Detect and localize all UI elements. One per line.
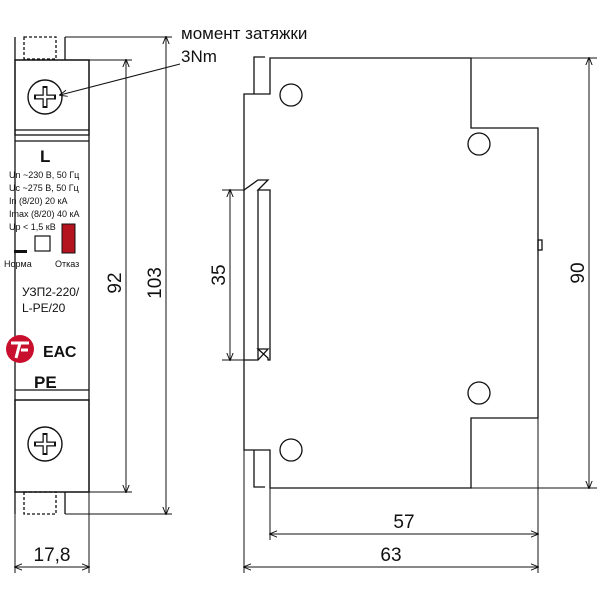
annotation-leader (60, 63, 181, 95)
front-view (14, 36, 90, 515)
terminal-label-bottom: PE (34, 373, 57, 392)
mount-hole-top-right (467, 132, 491, 156)
spec-line: In (8/20) 20 кА (9, 196, 67, 206)
dim-height-103: 103 (145, 267, 166, 299)
top-clip (23, 36, 57, 60)
front-dimensions (15, 37, 172, 573)
eac-mark: ЕАС (43, 344, 77, 361)
top-screw-icon (27, 79, 63, 115)
brand-logo-icon (6, 335, 34, 363)
normal-indicator-bar (14, 250, 27, 253)
dim-rail-35: 35 (209, 264, 230, 285)
mount-hole-bottom-right (467, 381, 491, 405)
spec-line: Un ~230 В, 50 Гц (9, 170, 79, 180)
annotation-torque-line1: момент затяжки (181, 24, 307, 43)
spec-line: Imax (8/20) 40 кА (9, 209, 79, 219)
dim-height-92: 92 (105, 272, 126, 293)
mount-hole-top-left (279, 83, 303, 107)
model-line-2: L-PE/20 (22, 301, 66, 315)
spec-line: Up < 1,5 кВ (9, 222, 56, 232)
bottom-screw-icon (27, 426, 63, 462)
indicator-normal-label: Норма (4, 259, 32, 269)
model-line-1: УЗП2-220/ (22, 285, 80, 299)
terminal-label-top: L (40, 147, 50, 166)
dim-width-17-8: 17,8 (34, 545, 71, 566)
top-terminal-block (14, 59, 90, 136)
bottom-clip (23, 491, 57, 515)
fault-indicator-window (61, 223, 76, 254)
dim-height-90: 90 (568, 262, 589, 283)
indicator-fault-label: Отказ (55, 259, 79, 269)
dim-depth-57: 57 (393, 512, 414, 533)
mount-hole-bottom-left (279, 438, 303, 462)
dim-depth-63: 63 (380, 545, 401, 566)
spec-line: Uc ~275 В, 50 Гц (9, 183, 79, 193)
normal-indicator-window (34, 235, 51, 252)
spec-list: Un ~230 В, 50 Гц Uc ~275 В, 50 Гц In (8/… (9, 170, 79, 232)
side-dimensions (222, 58, 597, 573)
side-view (243, 56, 543, 489)
device-body (14, 59, 90, 493)
annotation-torque-line2: 3Nm (181, 47, 217, 66)
